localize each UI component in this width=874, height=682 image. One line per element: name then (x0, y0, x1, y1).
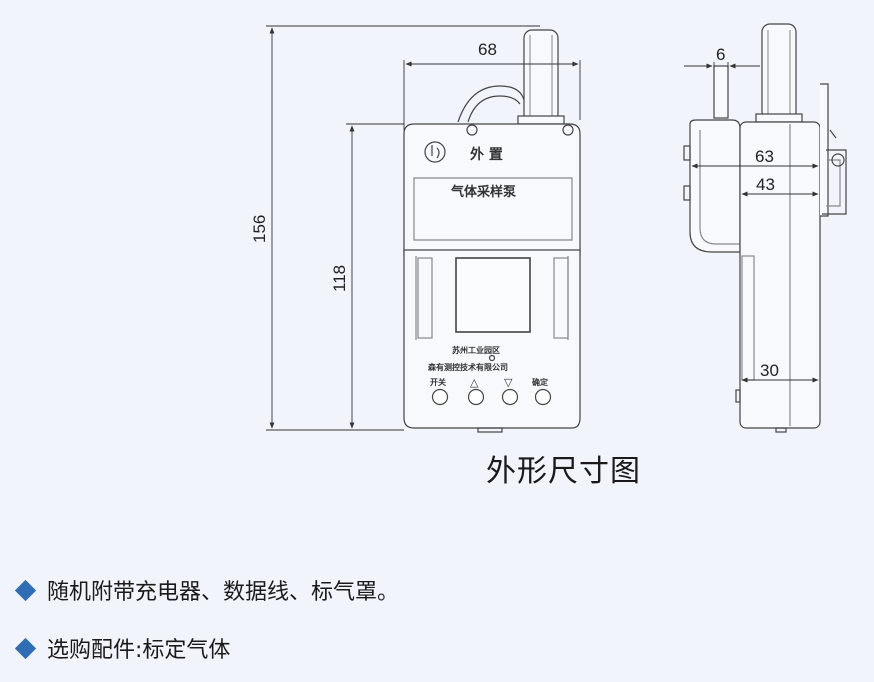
power-icon (424, 141, 446, 163)
dim-height-156: 156 (250, 215, 269, 243)
display-window (455, 257, 531, 333)
diamond-bullet-icon (14, 637, 37, 659)
button-power-label: 开关 (430, 377, 446, 387)
panel-title: 外 置 (470, 146, 503, 163)
dim-width-68: 68 (478, 40, 497, 59)
side-view (683, 23, 847, 433)
button-confirm-label: 确定 (532, 377, 548, 387)
bullet-text: 随机附带充电器、数据线、标气罩。 (47, 580, 400, 605)
top-housing (403, 123, 581, 256)
dimension-drawing: 外 置 气体采样泵 苏州工业园区 森有测控技术有限公司 开关 △ ▽ 确定 68… (250, 23, 847, 433)
company-line-2: 森有测控技术有限公司 (428, 362, 508, 372)
button-up-label: △ (470, 376, 479, 389)
belt-loop (457, 85, 525, 123)
dim-side-30: 30 (760, 361, 779, 380)
button-up (467, 388, 485, 406)
antenna (523, 29, 559, 123)
dim-side-6: 6 (716, 45, 725, 64)
dim-side-63: 63 (755, 147, 774, 166)
button-confirm (534, 388, 552, 406)
bullet-item: 随机附带充电器、数据线、标气罩。 (14, 574, 399, 606)
side-antenna (761, 23, 797, 121)
dim-side-43: 43 (756, 175, 775, 194)
button-power (431, 388, 449, 406)
diamond-bullet-icon (14, 579, 37, 601)
figure-caption: 外形尺寸图 (486, 454, 641, 489)
bullet-text: 选购配件:标定气体 (47, 638, 231, 663)
front-view (403, 29, 581, 433)
button-down (501, 388, 519, 406)
main-body (403, 249, 581, 429)
panel-subtitle: 气体采样泵 (451, 184, 516, 200)
dim-height-118: 118 (330, 265, 349, 292)
button-down-label: ▽ (504, 376, 513, 389)
side-housing (689, 119, 741, 253)
company-line-1: 苏州工业园区 (452, 345, 500, 355)
side-body (739, 121, 821, 429)
bullet-item: 选购配件:标定气体 (14, 632, 230, 664)
